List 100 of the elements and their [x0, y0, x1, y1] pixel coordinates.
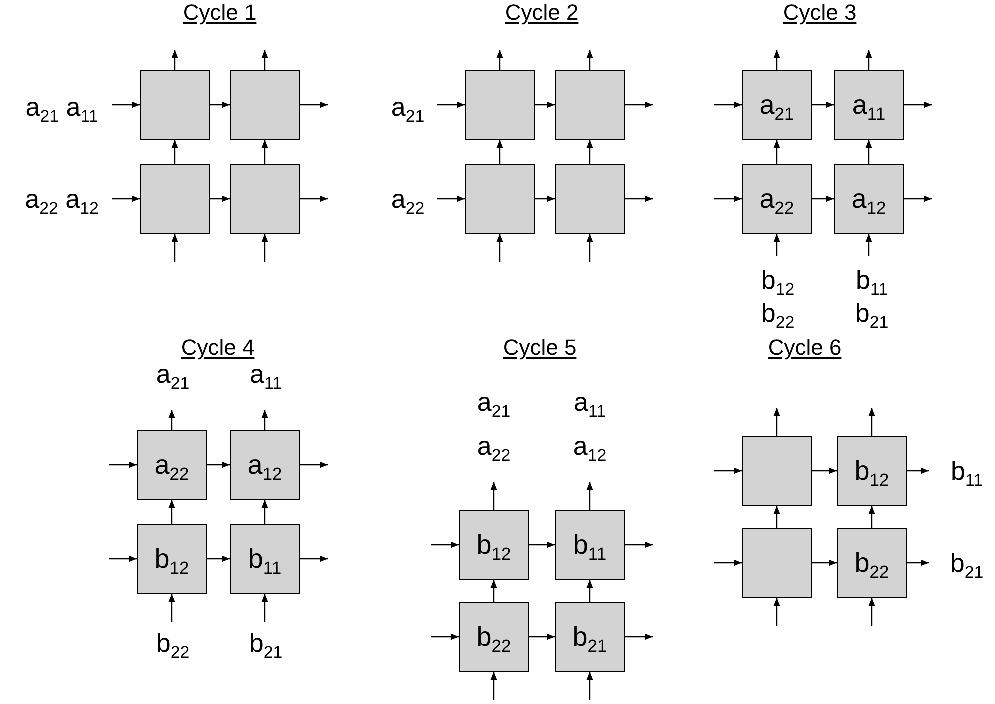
operand-label: b$_{21}$: [249, 630, 283, 656]
arrow: [586, 140, 594, 164]
operand-label: a$_{12}$: [573, 433, 607, 459]
arrow: [812, 560, 837, 566]
arrow: [625, 196, 653, 202]
arrow: [812, 468, 837, 474]
operand-label: b$_{21}$: [855, 300, 889, 326]
arrow: [172, 50, 178, 70]
arrow: [262, 50, 268, 70]
arrow: [586, 580, 594, 602]
arrow: [262, 594, 268, 622]
operand-label: a$_{21}$ a$_{11}$: [26, 94, 98, 120]
arrow: [774, 234, 780, 256]
arrow: [866, 234, 872, 256]
arrow: [496, 50, 504, 70]
arrow: [262, 410, 268, 430]
arrow: [866, 50, 872, 70]
arrow: [625, 634, 653, 640]
arrow: [168, 410, 176, 430]
processing-element: a$_{22}$: [742, 164, 812, 234]
empty-processing-element: [742, 528, 812, 598]
empty-processing-element: [465, 164, 535, 234]
arrow: [535, 102, 555, 108]
operand-label: b$_{22}$: [156, 630, 190, 656]
arrow: [437, 102, 465, 108]
cycle-title: Cycle 1: [183, 2, 257, 24]
arrow: [714, 102, 742, 108]
arrow: [714, 468, 742, 474]
arrow: [210, 102, 230, 108]
cycle-title: Cycle 5: [503, 337, 577, 359]
processing-element: b$_{12}$: [459, 510, 529, 580]
arrow: [109, 556, 137, 562]
arrow: [714, 196, 742, 202]
operand-label: a$_{22}$ a$_{12}$: [25, 186, 99, 212]
operand-label: a$_{21}$: [391, 94, 425, 120]
arrow: [586, 672, 594, 700]
empty-processing-element: [230, 70, 300, 140]
arrow: [262, 234, 268, 262]
empty-processing-element: [555, 164, 625, 234]
arrow: [300, 556, 328, 562]
arrow: [300, 102, 328, 108]
processing-element: b$_{11}$: [555, 510, 625, 580]
operand-label: a$_{22}$: [391, 186, 425, 212]
arrow: [904, 102, 932, 108]
arrow: [866, 140, 872, 164]
arrow: [774, 140, 780, 164]
processing-element: a$_{12}$: [834, 164, 904, 234]
operand-label: a$_{22}$: [477, 433, 511, 459]
arrow: [586, 234, 594, 262]
operand-label: b$_{11}$: [856, 267, 888, 293]
arrow: [431, 542, 459, 548]
cycle-title: Cycle 2: [505, 2, 579, 24]
arrow: [907, 560, 929, 566]
empty-processing-element: [140, 164, 210, 234]
arrow: [262, 500, 268, 524]
arrow: [496, 234, 504, 262]
operand-label: b$_{12}$: [761, 267, 795, 293]
arrow: [625, 102, 653, 108]
arrow: [774, 598, 780, 626]
arrow: [496, 140, 504, 164]
cycle-title: Cycle 3: [783, 2, 857, 24]
empty-processing-element: [230, 164, 300, 234]
arrow: [490, 672, 498, 700]
processing-element: a$_{22}$: [137, 430, 207, 500]
processing-element: b$_{22}$: [837, 528, 907, 598]
cycle-title: Cycle 6: [768, 337, 842, 359]
arrow: [112, 102, 140, 108]
operand-label: a$_{21}$: [156, 361, 190, 387]
operand-label: a$_{11}$: [250, 361, 282, 387]
arrow: [490, 482, 498, 510]
arrow: [586, 50, 594, 70]
processing-element: b$_{12}$: [837, 436, 907, 506]
arrow: [112, 196, 140, 202]
arrow: [109, 462, 137, 468]
processing-element: b$_{11}$: [230, 524, 300, 594]
arrow: [529, 542, 555, 548]
operand-label: b$_{11}$: [951, 458, 983, 484]
arrow: [207, 462, 230, 468]
empty-processing-element: [140, 70, 210, 140]
processing-element: a$_{11}$: [834, 70, 904, 140]
operand-label: b$_{22}$: [761, 300, 795, 326]
arrow: [774, 408, 780, 436]
arrow: [207, 556, 230, 562]
arrow: [490, 580, 498, 602]
arrow: [907, 468, 929, 474]
arrow: [431, 634, 459, 640]
arrow: [168, 594, 176, 622]
arrow: [868, 408, 876, 436]
operand-label: a$_{11}$: [574, 389, 606, 415]
arrow: [904, 196, 932, 202]
arrow: [812, 196, 834, 202]
arrow: [300, 462, 328, 468]
processing-element: b$_{12}$: [137, 524, 207, 594]
arrow: [812, 102, 834, 108]
arrow: [625, 542, 653, 548]
arrow: [774, 50, 780, 70]
empty-processing-element: [465, 70, 535, 140]
empty-processing-element: [555, 70, 625, 140]
arrow: [714, 560, 742, 566]
arrow: [172, 234, 178, 262]
